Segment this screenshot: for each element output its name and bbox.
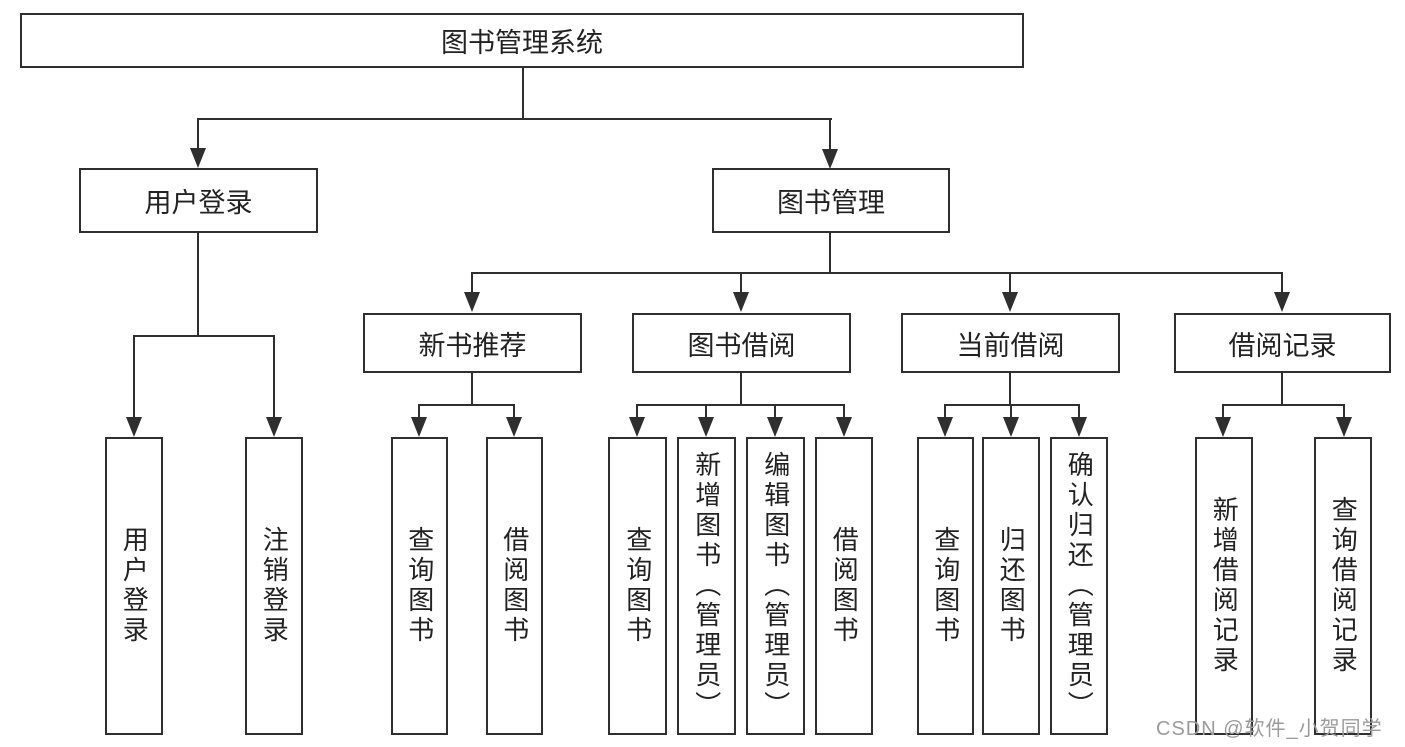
arrow-down [1336,417,1352,437]
box-label: 当前借阅 [956,330,1065,361]
connector-line [636,404,638,419]
box-current-borrowing: 当前借阅 [901,313,1120,373]
leaf-label: 确认归还（管理员） [1064,451,1095,721]
leaf-borrow-books: 借阅图书 [815,437,873,735]
connector-line [197,233,199,335]
leaf-label: 新增图书（管理员） [691,451,722,721]
arrow-down [629,417,645,437]
box-borrowing-records: 借阅记录 [1174,313,1391,373]
arrow-down [464,292,480,312]
leaf-label: 注销登录 [259,526,290,646]
arrow-down [1002,292,1018,312]
connector-line [1343,404,1345,419]
connector-line [829,118,831,150]
leaf-logout: 注销登录 [245,437,303,735]
arrow-down [1274,292,1290,312]
box-label: 图书借阅 [687,330,796,361]
connector-line [740,272,742,293]
leaf-query-borrow-record: 查询借阅记录 [1314,437,1372,735]
arrow-down [126,417,142,437]
arrow-down [190,148,206,168]
connector-line [1281,272,1283,293]
box-book-borrowing: 图书借阅 [632,313,851,373]
connector-line [273,335,275,418]
csdn-watermark: CSDN @软件_小贺同学 [1156,718,1383,740]
connector-line [1281,373,1283,406]
connector-line [944,404,946,419]
connector-line [944,404,1080,406]
connector-line [705,404,707,419]
connector-line [1009,272,1011,293]
arrow-down [733,292,749,312]
box-label: 用户登录 [144,188,253,218]
arrow-down [937,417,953,437]
leaf-label: 查询借阅记录 [1328,496,1359,676]
leaf-label: 新增借阅记录 [1209,496,1240,676]
connector-line [774,404,776,419]
arrow-down [698,417,714,437]
arrow-down [836,417,852,437]
connector-line [133,335,135,418]
box-user-login: 用户登录 [79,168,318,233]
leaf-return-books: 归还图书 [982,437,1040,735]
box-label: 借阅记录 [1228,330,1337,361]
connector-line [197,118,832,120]
connector-line [418,404,515,406]
arrow-down [1071,417,1087,437]
leaf-confirm-return-admin: 确认归还（管理员） [1050,437,1108,735]
arrow-down [506,417,522,437]
arrow-down [266,417,282,437]
connector-line [471,373,473,406]
leaf-label: 借阅图书 [829,526,860,646]
leaf-borrow-books-recommend: 借阅图书 [486,437,543,735]
arrow-down [767,417,783,437]
arrow-down [1215,417,1231,437]
box-library-management-system: 图书管理系统 [20,13,1024,68]
leaf-user-login: 用户登录 [105,437,163,735]
box-label: 新书推荐 [418,330,527,361]
leaf-query-books-recommend: 查询图书 [391,437,448,735]
leaf-label: 编辑图书（管理员） [760,451,791,721]
arrow-down [822,149,838,169]
connector-line [471,272,473,293]
connector-line [1078,404,1080,419]
connector-line [636,404,845,406]
leaf-label: 查询图书 [622,526,653,646]
connector-line [1009,373,1011,406]
leaf-edit-books-admin: 编辑图书（管理员） [746,437,805,735]
arrow-down [411,417,427,437]
leaf-label: 用户登录 [119,526,150,646]
connector-line [471,272,1283,274]
box-label: 图书管理系统 [441,28,603,58]
box-new-book-recommendation: 新书推荐 [363,313,582,373]
connector-line [418,404,420,419]
connector-line [1222,404,1224,419]
connector-line [829,233,831,273]
leaf-add-borrow-record: 新增借阅记录 [1195,437,1253,735]
leaf-label: 归还图书 [996,526,1027,646]
leaf-label: 借阅图书 [499,526,530,646]
leaf-query-books-borrow: 查询图书 [608,437,667,735]
connector-line [740,373,742,406]
connector-line [522,67,524,118]
leaf-label: 查询图书 [404,526,435,646]
connector-line [197,118,199,150]
leaf-label: 查询图书 [930,526,961,646]
box-book-management: 图书管理 [712,168,950,233]
leaf-query-books-current: 查询图书 [917,437,974,735]
connector-line [513,404,515,419]
connector-line [843,404,845,419]
connector-line [1010,404,1012,419]
connector-line [133,335,275,337]
leaf-add-books-admin: 新增图书（管理员） [677,437,736,735]
connector-line [1222,404,1345,406]
arrow-down [1003,417,1019,437]
box-label: 图书管理 [777,188,885,218]
